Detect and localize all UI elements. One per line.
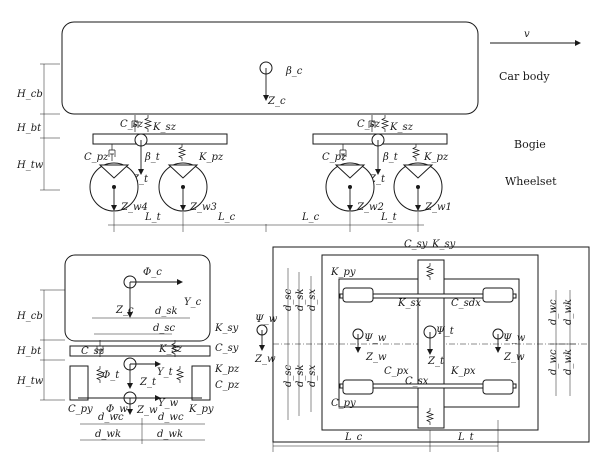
z-w-plan-left: Z_w: [365, 352, 387, 363]
beta-c-label: β_c: [285, 66, 303, 77]
d-sk-plan-top: d_sk: [295, 288, 306, 311]
k-pz-end: K_pz: [214, 364, 240, 375]
h-bt-label: H_bt: [16, 123, 42, 134]
c-sx-plan: C_sx: [405, 376, 429, 387]
c-sz-left: C_sz: [120, 119, 144, 130]
z-w1-label: Z_w1: [424, 202, 452, 213]
y-c-label: Y_c: [184, 297, 202, 308]
k-sz-left: K_sz: [152, 122, 177, 133]
k-pz-right: K_pz: [423, 152, 449, 163]
k-px-plan: K_px: [450, 366, 476, 377]
d-sx-plan-bot: d_sx: [307, 364, 318, 387]
z-c-label-end: Z_c: [115, 305, 134, 316]
c-pz-left: C_pz: [84, 152, 109, 163]
c-py-plan: C_py: [331, 398, 356, 409]
c-pz-end: C_pz: [215, 380, 240, 391]
d-wk-right: d_wk: [157, 429, 183, 440]
k-sy-end: K_sy: [214, 323, 239, 334]
c-sy-plan: C_sy: [404, 239, 428, 250]
k-sx-plan: K_sx: [397, 298, 422, 309]
d-wc-right: d_wc: [158, 412, 184, 423]
z-w-plan-right: Z_w: [503, 352, 525, 363]
k-pz-left: K_pz: [198, 152, 224, 163]
h-cb-label: H_cb: [16, 89, 43, 100]
c-py-end: C_py: [68, 404, 93, 415]
k-py-plan: K_py: [330, 267, 356, 278]
k-py-end: K_py: [188, 404, 214, 415]
d-wc-plan-top: d_wc: [548, 299, 559, 325]
psi-w-outer: Ψ_w: [255, 314, 278, 325]
side-view: v Car body Bogie Wheelset β_c Z_c H_cb H…: [16, 21, 581, 232]
y-w-end: Y_w: [158, 398, 179, 409]
end-car-body: [64, 254, 211, 342]
c-sdx-plan: C_sdx: [451, 298, 481, 309]
end-view: Φ_c Y_c Z_c H_cb H_bt H_tw d_sk d_sc K_s…: [16, 254, 240, 444]
phi-t-end: Φ_t: [102, 370, 120, 381]
plan-bolster: [417, 259, 445, 429]
velocity-label: v: [524, 29, 530, 40]
d-wk-plan-top: d_wk: [563, 299, 574, 325]
psi-w-plan-left: Ψ_w: [364, 333, 387, 344]
d-wk-left: d_wk: [95, 429, 121, 440]
l-c-plan: L_c: [344, 432, 363, 443]
d-sc-end: d_sc: [153, 323, 176, 334]
l-t-right: L_t: [380, 212, 398, 223]
z-w2-label: Z_w2: [356, 202, 384, 213]
d-sk-end: d_sk: [155, 306, 178, 317]
wheelset-label: Wheelset: [505, 175, 557, 188]
c-px-plan: C_px: [384, 366, 409, 377]
beta-t-right: β_t: [382, 152, 399, 163]
k-sy-plan: K_sy: [431, 239, 456, 250]
z-w-end: Z_w: [136, 405, 158, 416]
car-body-label: Car body: [499, 70, 550, 83]
l-c-left: L_c: [217, 212, 236, 223]
left-bogie-frame: [92, 133, 228, 145]
d-sk-plan-bot: d_sk: [295, 364, 306, 387]
end-bogie-frame: [69, 345, 211, 357]
phi-c-label: Φ_c: [143, 267, 162, 278]
z-w3-label: Z_w3: [189, 202, 217, 213]
l-t-plan: L_t: [457, 432, 475, 443]
phi-w-end: Φ_w: [106, 404, 128, 415]
k-sz-end: K_sz: [158, 344, 183, 355]
z-t-right: Z_t: [368, 174, 386, 185]
plan-view: C_sy K_sy K_py K_sx C_sdx Ψ_t Z_t Ψ_w Z_…: [254, 239, 590, 452]
bogie-label: Bogie: [514, 138, 546, 151]
d-wc-left: d_wc: [98, 412, 124, 423]
c-sz-right: C_sz: [357, 119, 381, 130]
y-t-end: Y_t: [157, 367, 174, 378]
car-body-rect: [61, 21, 479, 115]
d-sx-plan-top: d_sx: [307, 288, 318, 311]
k-sz-right: K_sz: [389, 122, 414, 133]
z-t-left: Z_t: [131, 174, 149, 185]
l-t-left: L_t: [144, 212, 162, 223]
beta-t-left: β_t: [144, 152, 161, 163]
psi-w-plan-right: Ψ_w: [503, 333, 526, 344]
h-bt-end: H_bt: [16, 346, 42, 357]
d-wc-plan-bot: d_wc: [548, 349, 559, 375]
z-c-label: Z_c: [267, 96, 286, 107]
c-sz-end: C_sz: [81, 346, 105, 357]
c-sy-end: C_sy: [215, 343, 239, 354]
h-tw-end: H_tw: [16, 376, 44, 387]
h-tw-label: H_tw: [16, 160, 44, 171]
z-w-outer: Z_w: [254, 354, 276, 365]
d-sc-plan-bot: d_sc: [283, 364, 294, 387]
z-w4-label: Z_w4: [120, 202, 148, 213]
psi-t-plan: Ψ_t: [436, 326, 455, 337]
c-pz-right: C_pz: [322, 152, 347, 163]
z-t-plan: Z_t: [427, 356, 445, 367]
d-wk-plan-bot: d_wk: [563, 349, 574, 375]
l-c-right: L_c: [301, 212, 320, 223]
z-t-end: Z_t: [139, 377, 157, 388]
h-cb-end: H_cb: [16, 311, 43, 322]
d-sc-plan-top: d_sc: [283, 288, 294, 311]
